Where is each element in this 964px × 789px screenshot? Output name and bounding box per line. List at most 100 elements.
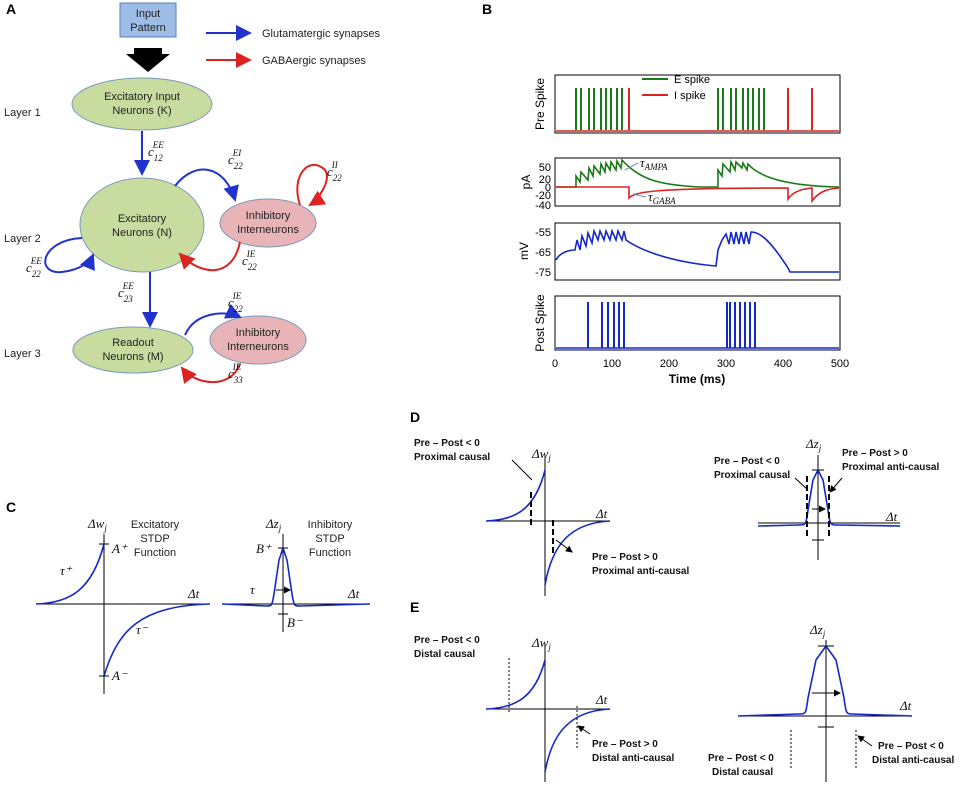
legend-gaba-label: GABAergic synapses — [262, 55, 366, 67]
panel-label-b: B — [482, 1, 492, 17]
svg-text:c22IE: c22IE — [242, 249, 257, 272]
exc-title-1: Excitatory — [131, 519, 180, 531]
edge-c22-ie — [178, 241, 241, 272]
current-plot — [554, 157, 841, 207]
exc-dw-label: Δwj — [87, 516, 107, 533]
x-tick-200: 200 — [660, 358, 678, 370]
e-left-plot — [485, 645, 611, 782]
e-right-plot — [737, 640, 913, 782]
d-right-note-left-1: Pre – Post < 0 — [714, 456, 780, 467]
edge-c33-ie — [180, 363, 241, 384]
layer-2-label: Layer 2 — [4, 233, 41, 245]
node-inh2-line1: Inhibitory — [246, 210, 291, 222]
svg-text:c22EE: c22EE — [26, 256, 42, 279]
gaba-current-trace — [556, 186, 840, 204]
x-axis-label: Time (ms) — [669, 372, 725, 386]
d-right-plot — [757, 455, 901, 560]
panel-label-e: E — [410, 599, 419, 615]
inh-title-3: Function — [309, 547, 351, 559]
input-arrow-icon — [126, 48, 170, 72]
legend-glu-label: Glutamatergic synapses — [262, 28, 380, 40]
exc-dt-label: Δt — [187, 586, 200, 601]
mv-tick-75: -75 — [535, 267, 551, 279]
pa-tick-m40: -40 — [535, 200, 551, 212]
d-dw-label: Δwj — [531, 446, 551, 463]
e-left-note-bottom-1: Pre – Post > 0 — [592, 739, 658, 750]
pre-spike-plot — [554, 74, 841, 134]
d-dz-label: Δzj — [805, 436, 822, 453]
svg-text:c22II: c22II — [327, 160, 342, 183]
node-inh2-line2: Interneurons — [237, 224, 299, 236]
node-readout-neurons — [72, 326, 194, 374]
weight-c22-ee: c22EE — [26, 256, 42, 279]
ampa-current-trace — [556, 158, 840, 188]
e-right-note-left-2: Distal causal — [712, 767, 773, 778]
node-inhibitory-l3 — [209, 315, 307, 365]
node-excit-line2: Neurons (N) — [112, 227, 172, 239]
inh-dz-label: Δzj — [265, 516, 282, 533]
e-right-dt: Δt — [899, 698, 912, 713]
b-plus-label: B⁺ — [256, 541, 272, 556]
legend-e-spike: E spike — [674, 74, 710, 86]
d-right-note-left-2: Proximal causal — [714, 470, 790, 481]
e-right-note-left-1: Pre – Post < 0 — [708, 753, 774, 764]
ylabel-pa: pA — [519, 175, 533, 190]
weight-c23-ee: c23EE — [118, 281, 134, 304]
pre-spike-trace — [556, 88, 839, 132]
node-readout-line1: Readout — [112, 337, 154, 349]
inh-stdp-plot — [221, 534, 371, 632]
layer-3-label: Layer 3 — [4, 348, 41, 360]
x-tick-0: 0 — [552, 358, 558, 370]
d-left-note-top-1: Pre – Post < 0 — [414, 438, 480, 449]
post-spike-trace — [556, 302, 839, 349]
mv-tick-65: -65 — [535, 247, 551, 259]
node-input-neurons — [71, 77, 213, 131]
b-minus-label: B⁻ — [287, 615, 303, 630]
d-right-note-right-2: Proximal anti-causal — [842, 462, 939, 473]
exc-title-3: Function — [134, 547, 176, 559]
e-left-dt: Δt — [595, 692, 608, 707]
weight-c22-ii: c22II — [327, 160, 342, 183]
edge-c22-ei — [174, 168, 239, 202]
d-right-dt: Δt — [885, 509, 898, 524]
tau-ampa-label: τAMPA — [640, 155, 668, 172]
svg-text:c33IE: c33IE — [228, 362, 243, 385]
e-left-note-top-2: Distal causal — [414, 649, 475, 660]
pa-tick-m20: -20 — [535, 190, 551, 202]
a-plus-label: A⁺ — [111, 541, 128, 556]
node-excit-line1: Excitatory — [118, 213, 167, 225]
node-readout-line2: Neurons (M) — [102, 351, 163, 363]
edge-c23-ei — [184, 303, 242, 336]
node-inh3-line2: Interneurons — [227, 341, 289, 353]
panel-label-a: A — [6, 1, 16, 17]
mv-tick-55: -55 — [535, 227, 551, 239]
inh-dt-label: Δt — [347, 586, 360, 601]
node-input-line2: Neurons (K) — [112, 105, 171, 117]
weight-c22-ie: c22IE — [242, 249, 257, 272]
weight-c12-ee: c12EE — [148, 140, 164, 163]
svg-text:c23EE: c23EE — [118, 281, 134, 304]
inh-tau-label: τ — [250, 582, 256, 597]
edge-c22-ii — [296, 164, 328, 207]
node-inh3-line1: Inhibitory — [236, 327, 281, 339]
x-tick-300: 300 — [717, 358, 735, 370]
tau-minus-label: τ⁻ — [136, 622, 149, 637]
node-inhibitory-l2 — [219, 198, 317, 248]
e-right-note-right-2: Distal anti-causal — [872, 755, 954, 766]
weight-c33-ie: c33IE — [228, 362, 243, 385]
x-tick-100: 100 — [603, 358, 621, 370]
node-excitatory-neurons — [79, 177, 205, 273]
a-minus-label: A⁻ — [111, 668, 128, 683]
tau-gaba-label: τGABA — [648, 189, 676, 206]
e-left-note-bottom-2: Distal anti-causal — [592, 753, 674, 764]
pa-tick-0: 0 — [545, 182, 551, 194]
inh-title-1: Inhibitory — [308, 519, 353, 531]
x-tick-400: 400 — [774, 358, 792, 370]
e-dz-label: Δzj — [809, 622, 826, 639]
weight-c22-ei: c22EI — [228, 148, 243, 171]
e-right-note-right-1: Pre – Post < 0 — [878, 741, 944, 752]
panel-label-d: D — [410, 409, 420, 425]
d-right-note-right-1: Pre – Post > 0 — [842, 448, 908, 459]
tau-plus-label: τ⁺ — [60, 563, 73, 578]
post-spike-plot — [554, 295, 841, 351]
